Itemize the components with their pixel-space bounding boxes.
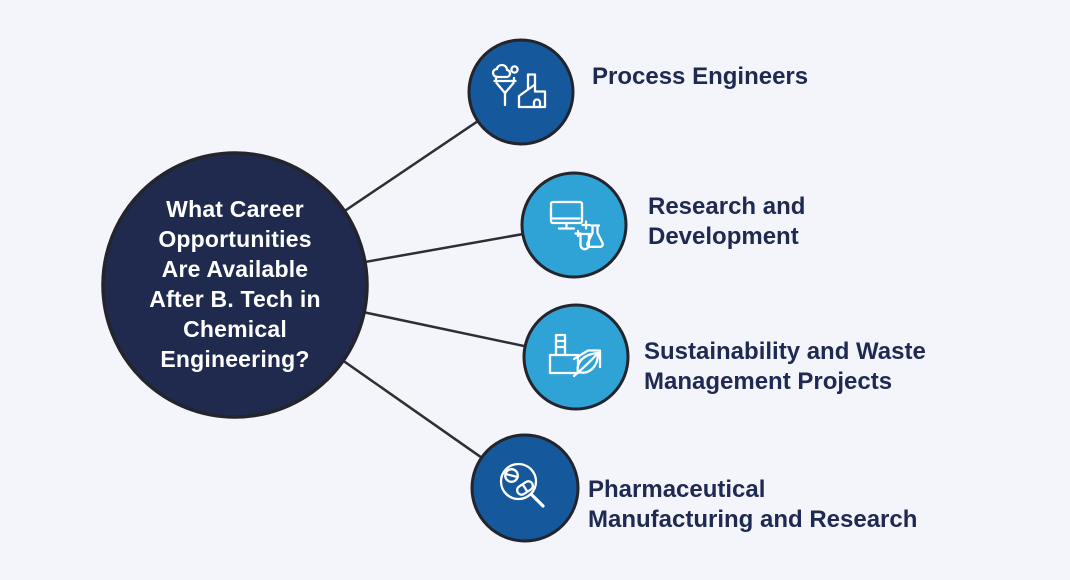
label-line: Management Projects <box>644 368 893 395</box>
computer-flask-icon <box>549 200 604 251</box>
title-line: Are Available <box>161 256 309 282</box>
funnel-factory-icon <box>491 63 547 109</box>
title-line: Opportunities <box>158 226 312 252</box>
title-line: What Career <box>166 196 304 222</box>
node-label-pharma: Pharmaceutical Manufacturing and Researc… <box>588 475 917 535</box>
node-circle-process <box>467 38 575 146</box>
node-label-research: Research and Development <box>648 192 805 252</box>
label-line: Manufacturing and Research <box>588 506 918 533</box>
label-line: Pharmaceutical <box>588 476 766 503</box>
title-line: After B. Tech in <box>149 286 321 312</box>
title-line: Chemical <box>183 316 287 342</box>
center-question-title: What Career Opportunities Are Available … <box>113 194 357 374</box>
node-circle-research <box>520 171 628 279</box>
label-line: Development <box>648 223 799 250</box>
node-label-sustainability: Sustainability and Waste Management Proj… <box>644 337 926 397</box>
node-label-process: Process Engineers <box>592 62 808 92</box>
factory-leaf-icon <box>548 333 602 378</box>
label-line: Process Engineers <box>592 63 809 90</box>
magnifier-pills-icon <box>499 462 545 508</box>
title-line: Engineering? <box>160 346 310 372</box>
label-line: Sustainability and Waste <box>644 338 926 365</box>
label-line: Research and <box>648 193 806 220</box>
center-circle <box>101 151 369 419</box>
